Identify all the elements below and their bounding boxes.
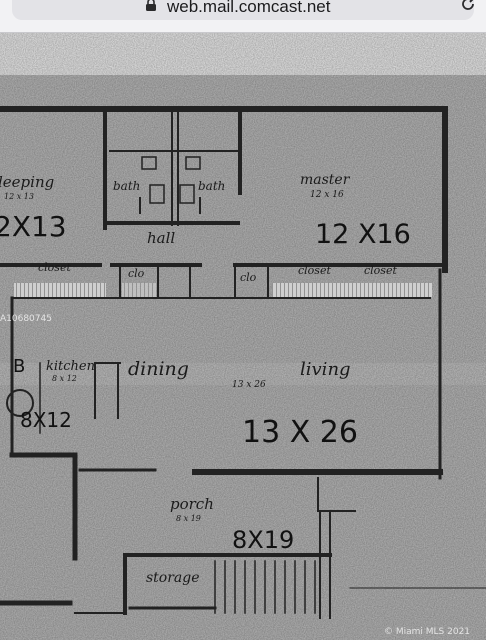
room-label-closet-4: closet — [298, 264, 331, 277]
watermark-copyright: © Miami MLS 2021 — [384, 627, 471, 637]
room-label-bath-1: bath — [113, 179, 141, 193]
room-big-dim-kitchen: 8X12 — [20, 408, 72, 432]
room-big-dim-porch: 8X19 — [232, 526, 295, 554]
room-dim-porch: 8 x 19 — [176, 514, 201, 523]
room-dim-sleeping: 12 x 13 — [4, 192, 34, 201]
room-label-porch: porch — [170, 495, 214, 513]
b-mark: B — [13, 356, 26, 377]
room-big-dim-living: 13 X 26 — [242, 415, 358, 450]
room-dim-kitchen: 8 x 12 — [52, 374, 77, 383]
room-label-sleeping: leeping — [0, 173, 55, 191]
room-label-closet-3: clo — [240, 271, 257, 284]
reload-icon[interactable] — [458, 0, 478, 14]
room-dim-master: 12 x 16 — [310, 190, 344, 200]
lock-icon — [146, 0, 156, 11]
address-bar[interactable]: web.mail.comcast.net — [12, 0, 474, 20]
room-label-closet-1: closet — [38, 261, 71, 274]
room-big-dim-sleeping: 2X13 — [0, 210, 67, 243]
room-label-living: living — [300, 359, 351, 380]
watermark-listing-id: A10680745 — [0, 314, 52, 324]
browser-toolbar: web.mail.comcast.net — [0, 0, 486, 33]
room-label-storage: storage — [146, 570, 200, 586]
url-text: web.mail.comcast.net — [167, 0, 331, 16]
room-label-closet-2: clo — [128, 267, 145, 280]
room-dim-living: 13 x 26 — [232, 380, 266, 390]
room-label-closet-5: closet — [364, 264, 397, 277]
room-big-dim-master: 12 X16 — [315, 219, 411, 250]
room-label-bath-2: bath — [198, 179, 226, 193]
floor-plan-image: leeping 12 x 13 2X13 bath bath hall mast… — [0, 33, 486, 640]
floor-plan-drawing — [0, 33, 486, 640]
room-label-dining: dining — [128, 358, 189, 380]
room-label-kitchen: kitchen — [46, 359, 95, 374]
room-label-master: master — [300, 172, 350, 188]
room-label-hall: hall — [147, 229, 176, 247]
